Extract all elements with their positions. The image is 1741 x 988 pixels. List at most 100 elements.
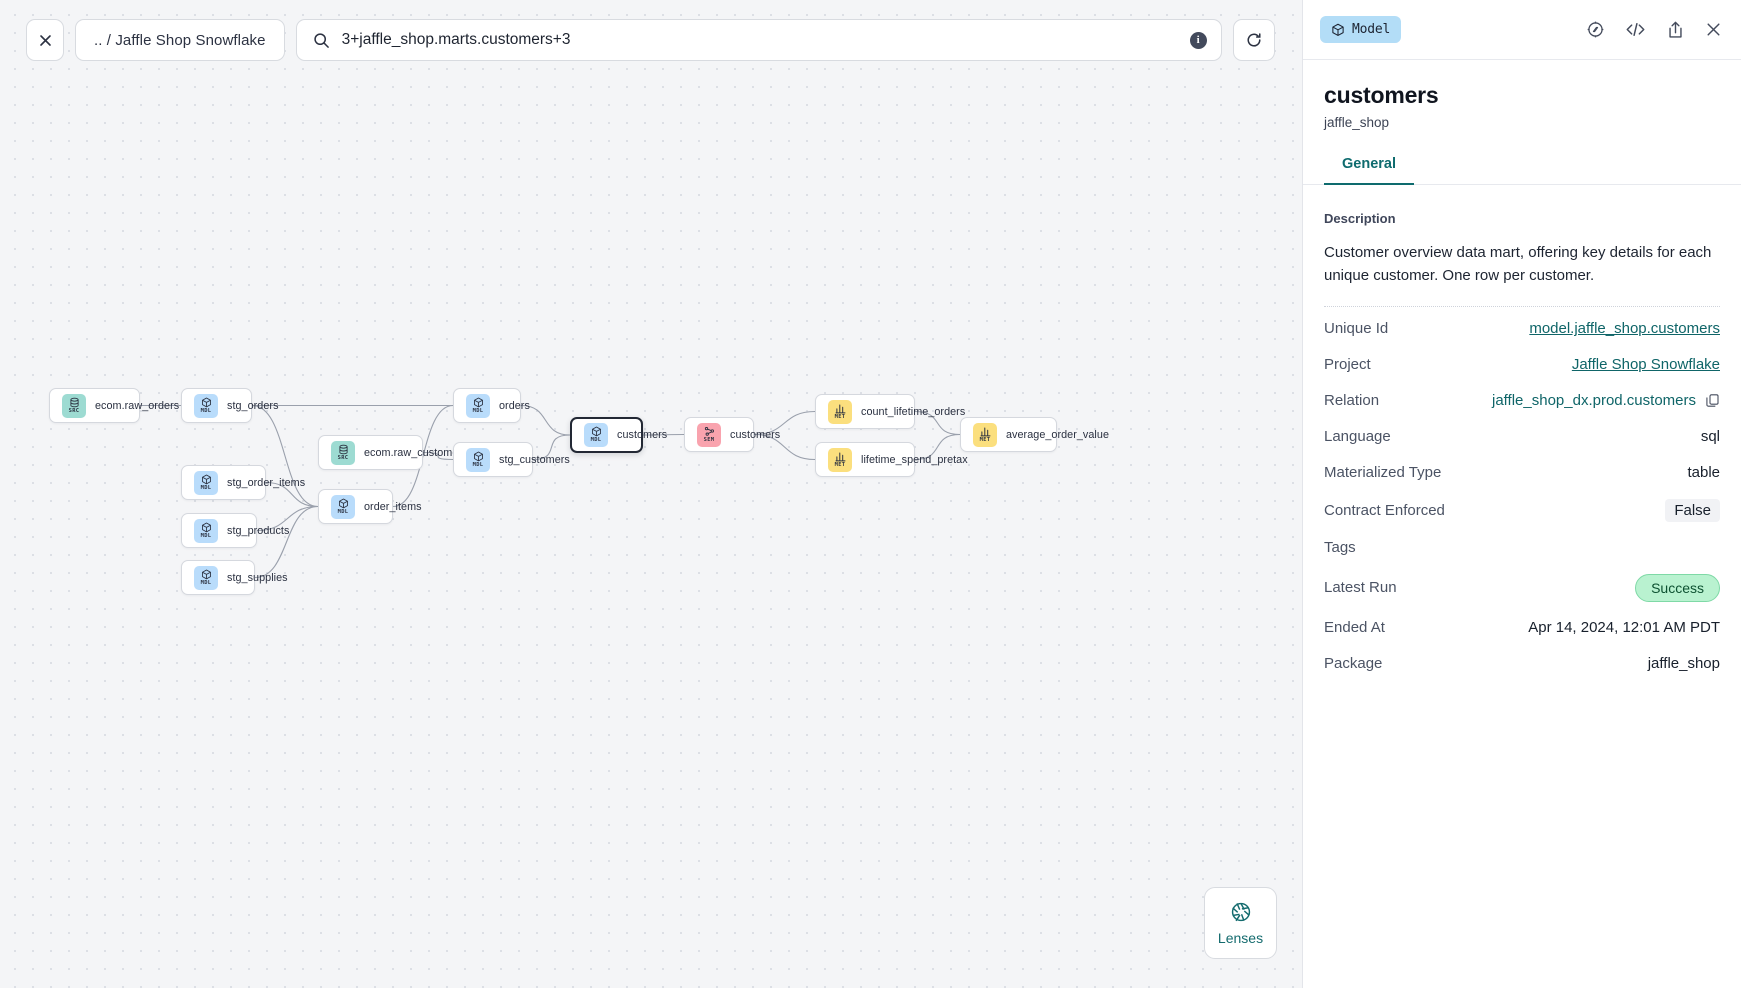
detail-row: Materialized Type table xyxy=(1324,455,1720,491)
detail-link[interactable]: model.jaffle_shop.customers xyxy=(1529,320,1720,338)
description-text: Customer overview data mart, offering ke… xyxy=(1324,244,1712,284)
node-type-badge-mdl: MDL xyxy=(194,393,218,418)
node-type-badge-mdl: MDL xyxy=(584,423,608,447)
share-icon[interactable] xyxy=(1666,20,1685,40)
panel-title-block: customers jaffle_shop xyxy=(1303,60,1741,130)
node-label: orders xyxy=(499,399,530,412)
node-label: stg_order_items xyxy=(227,476,306,489)
search-icon xyxy=(313,32,329,48)
code-icon[interactable] xyxy=(1625,20,1646,39)
node-type-badge-met: MET xyxy=(828,447,852,472)
detail-key: Materialized Type xyxy=(1324,464,1442,482)
breadcrumb[interactable]: .. / Jaffle Shop Snowflake xyxy=(75,19,285,61)
search-input[interactable] xyxy=(341,31,1178,49)
close-lineage-button[interactable] xyxy=(26,19,64,61)
detail-value: Apr 14, 2024, 12:01 AM PDT xyxy=(1528,619,1720,636)
detail-key: Package xyxy=(1324,655,1383,673)
detail-text: Apr 14, 2024, 12:01 AM PDT xyxy=(1528,619,1720,637)
detail-text: table xyxy=(1687,464,1720,482)
node-type-badge-mdl: MDL xyxy=(466,447,490,472)
node-type-badge-src: SRC xyxy=(62,393,86,418)
panel-header-actions xyxy=(1586,20,1722,40)
description-label: Description xyxy=(1324,211,1396,226)
node-type-badge-mdl: MDL xyxy=(194,565,218,590)
detail-value: Success xyxy=(1635,573,1720,602)
lineage-node-stg_orders[interactable]: MDL stg_orders xyxy=(181,388,278,423)
node-label: lifetime_spend_pretax xyxy=(861,453,968,466)
detail-value: False xyxy=(1665,498,1720,522)
detail-value[interactable]: Jaffle Shop Snowflake xyxy=(1572,356,1720,373)
page-subtitle: jaffle_shop xyxy=(1324,115,1390,130)
search-bar[interactable]: i xyxy=(295,19,1222,61)
node-label: stg_customers xyxy=(499,453,570,466)
detail-row: Relation jaffle_shop_dx.prod.customers xyxy=(1324,383,1720,419)
lenses-button[interactable]: Lenses xyxy=(1204,887,1277,959)
aperture-icon xyxy=(1231,902,1250,921)
lineage-node-stg_order_items[interactable]: MDL stg_order_items xyxy=(181,465,305,500)
node-label: count_lifetime_orders xyxy=(861,405,966,418)
lineage-node-stg_customers[interactable]: MDL stg_customers xyxy=(453,442,570,477)
tab-general[interactable]: General xyxy=(1324,156,1414,185)
detail-value[interactable]: model.jaffle_shop.customers xyxy=(1529,320,1720,337)
lineage-node-ecom_raw_customers[interactable]: SRC ecom.raw_customers xyxy=(318,435,467,470)
detail-key: Project xyxy=(1324,356,1371,374)
detail-key: Tags xyxy=(1324,539,1356,557)
lineage-node-stg_supplies[interactable]: MDL stg_supplies xyxy=(181,560,288,595)
copy-icon[interactable] xyxy=(1705,393,1720,408)
node-label: stg_products xyxy=(227,524,290,537)
node-type-badge-mdl: MDL xyxy=(466,393,490,418)
panel-header: Model xyxy=(1303,0,1741,60)
node-type-badge-mdl: MDL xyxy=(194,518,218,543)
detail-link[interactable]: Jaffle Shop Snowflake xyxy=(1571,356,1720,374)
detail-value: sql xyxy=(1701,428,1720,445)
status-badge: Success xyxy=(1635,573,1720,602)
compass-icon[interactable] xyxy=(1586,20,1605,39)
node-type-badge-src: SRC xyxy=(331,440,355,465)
node-label: average_order_value xyxy=(1006,428,1109,441)
lineage-node-orders[interactable]: MDL orders xyxy=(453,388,530,423)
node-type-badge-mdl: MDL xyxy=(194,470,218,495)
info-icon[interactable]: i xyxy=(1189,31,1207,49)
resource-type-label: Model xyxy=(1352,22,1391,37)
node-label: ecom.raw_customers xyxy=(364,446,468,459)
lineage-node-lifetime_spend_pretax[interactable]: MET lifetime_spend_pretax xyxy=(815,442,968,477)
detail-link[interactable]: jaffle_shop_dx.prod.customers xyxy=(1491,392,1696,410)
canvas-toolbar: .. / Jaffle Shop Snowflake i xyxy=(26,19,1275,61)
detail-row: Project Jaffle Shop Snowflake xyxy=(1324,347,1720,383)
panel-body: Description Customer overview data mart,… xyxy=(1303,185,1741,988)
detail-row: Unique Id model.jaffle_shop.customers xyxy=(1324,311,1720,347)
panel-tabs: General xyxy=(1303,156,1741,185)
detail-key: Relation xyxy=(1324,392,1380,410)
node-label: customers xyxy=(730,428,781,441)
node-label: stg_supplies xyxy=(227,571,288,584)
node-label: customers xyxy=(617,429,668,441)
detail-key: Contract Enforced xyxy=(1324,501,1445,519)
detail-key: Latest Run xyxy=(1324,579,1397,597)
lineage-node-stg_products[interactable]: MDL stg_products xyxy=(181,513,289,548)
detail-key: Unique Id xyxy=(1324,320,1389,338)
divider xyxy=(1324,305,1720,307)
lenses-label: Lenses xyxy=(1217,929,1264,946)
detail-value[interactable]: jaffle_shop_dx.prod.customers xyxy=(1492,392,1720,409)
refresh-button[interactable] xyxy=(1232,19,1275,61)
lineage-node-ecom_raw_orders[interactable]: SRC ecom.raw_orders xyxy=(49,388,179,423)
lineage-node-customers_model[interactable]: MDL customers xyxy=(570,417,667,453)
node-label: stg_orders xyxy=(227,399,279,412)
resource-type-badge: Model xyxy=(1320,16,1402,43)
page-title: customers xyxy=(1324,82,1439,108)
node-label: ecom.raw_orders xyxy=(95,399,180,412)
close-icon[interactable] xyxy=(1705,21,1722,38)
node-label: order_items xyxy=(364,500,422,513)
cube-icon xyxy=(1332,23,1344,36)
detail-value: table xyxy=(1687,464,1720,481)
